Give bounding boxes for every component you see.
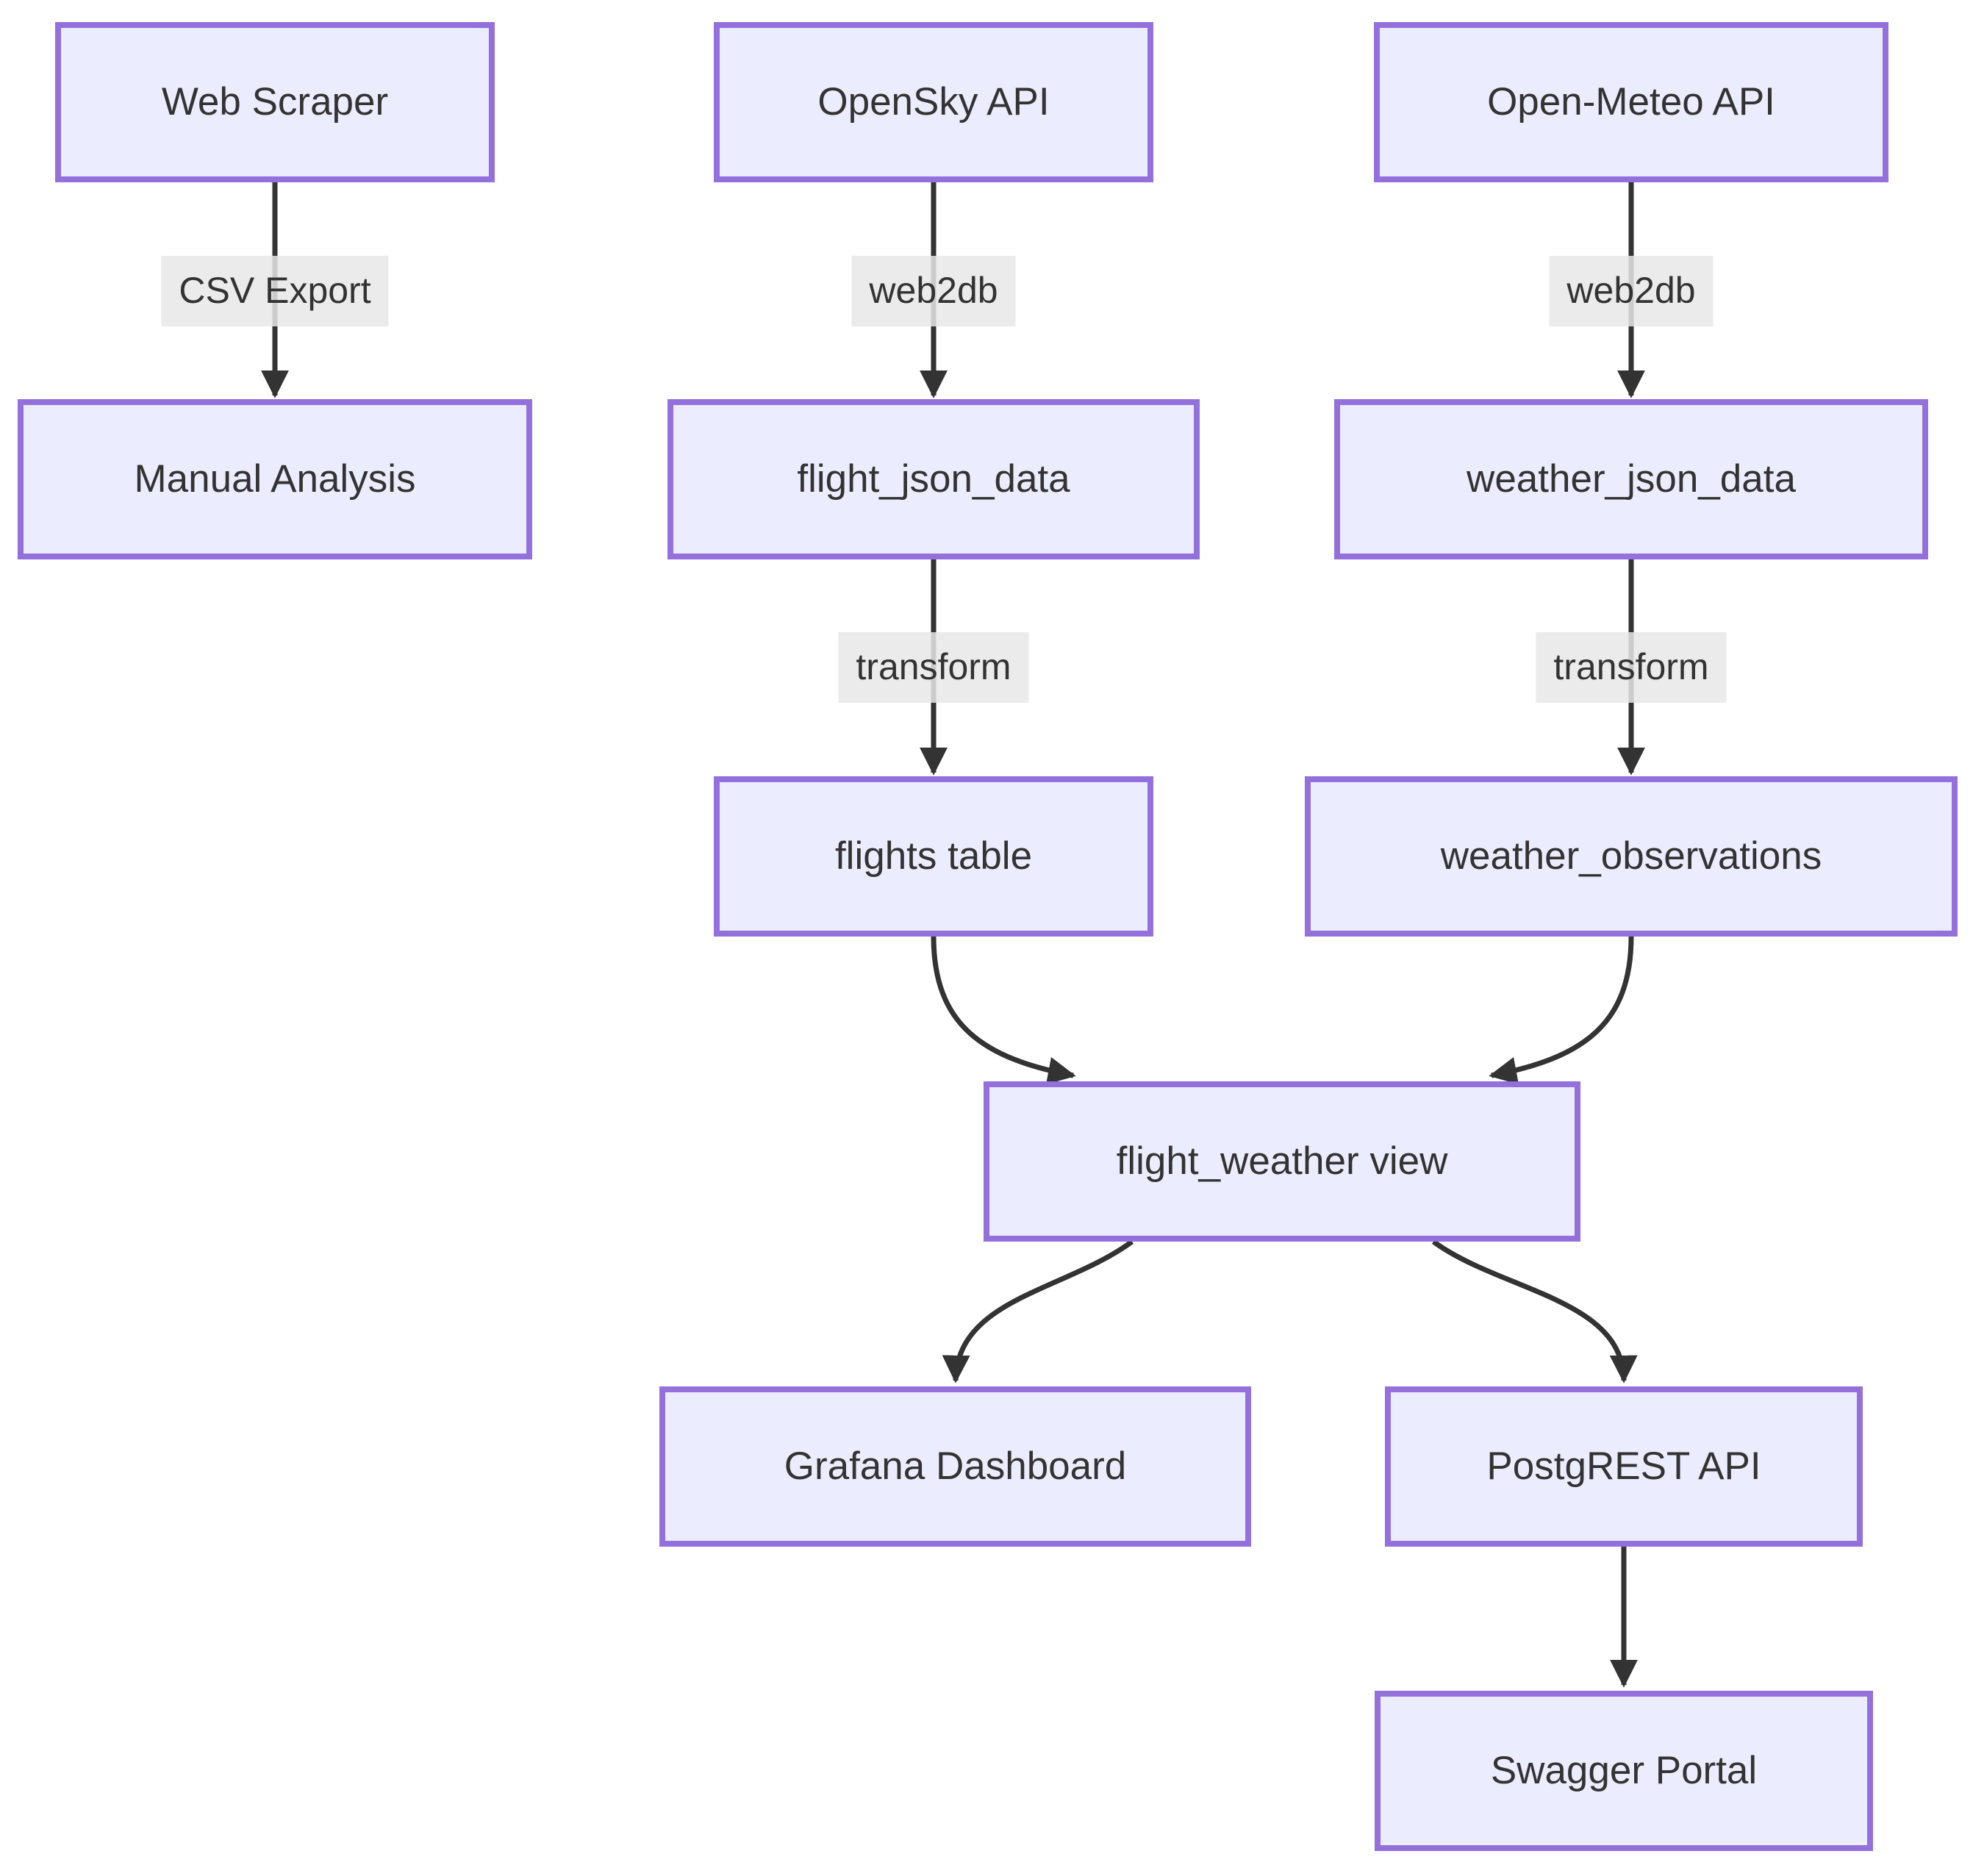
- node-web-scraper: Web Scraper: [55, 22, 495, 182]
- node-weather-json-data: weather_json_data: [1334, 399, 1928, 559]
- edge-label-transform-weather-text: transform: [1553, 646, 1709, 687]
- node-flight-json-data: flight_json_data: [667, 399, 1200, 559]
- edge-label-web2db-flights: web2db: [851, 256, 1016, 326]
- edge-weatherobs-to-view: [1489, 936, 1634, 1085]
- node-open-meteo-api: Open-Meteo API: [1374, 22, 1888, 182]
- node-grafana-dashboard-label: Grafana Dashboard: [784, 1444, 1127, 1488]
- node-postgrest-api-label: PostgREST API: [1486, 1444, 1761, 1488]
- node-flight-weather-view-label: flight_weather view: [1116, 1139, 1448, 1183]
- node-grafana-dashboard: Grafana Dashboard: [659, 1386, 1251, 1547]
- edge-label-csv-export: CSV Export: [161, 256, 389, 326]
- node-flight-json-data-label: flight_json_data: [797, 457, 1070, 501]
- node-swagger-portal: Swagger Portal: [1375, 1691, 1873, 1851]
- edge-label-transform-flights: transform: [838, 632, 1029, 703]
- edge-view-to-postgrest: [1431, 1239, 1638, 1383]
- node-flights-table-label: flights table: [834, 834, 1033, 878]
- edge-label-web2db-weather-text: web2db: [1566, 270, 1696, 311]
- edge-label-csv-export-text: CSV Export: [179, 270, 371, 311]
- node-opensky-api: OpenSky API: [714, 22, 1153, 182]
- node-flight-weather-view: flight_weather view: [984, 1081, 1580, 1242]
- node-open-meteo-api-label: Open-Meteo API: [1487, 79, 1775, 123]
- node-swagger-portal-label: Swagger Portal: [1490, 1748, 1758, 1792]
- node-weather-observations-label: weather_observations: [1440, 834, 1822, 878]
- node-postgrest-api: PostgREST API: [1385, 1386, 1863, 1547]
- edge-flightstable-to-view: [931, 936, 1076, 1085]
- node-manual-analysis-label: Manual Analysis: [134, 457, 416, 501]
- edge-label-transform-weather: transform: [1536, 632, 1727, 703]
- node-opensky-api-label: OpenSky API: [817, 79, 1050, 123]
- edge-view-to-grafana: [942, 1239, 1134, 1383]
- edge-label-transform-flights-text: transform: [856, 646, 1011, 687]
- edge-label-web2db-weather: web2db: [1549, 256, 1714, 326]
- node-weather-observations: weather_observations: [1305, 776, 1958, 937]
- edge-label-web2db-flights-text: web2db: [869, 270, 998, 311]
- node-web-scraper-label: Web Scraper: [161, 79, 389, 123]
- node-manual-analysis: Manual Analysis: [18, 399, 532, 559]
- node-flights-table: flights table: [714, 776, 1153, 937]
- node-weather-json-data-label: weather_json_data: [1467, 457, 1796, 501]
